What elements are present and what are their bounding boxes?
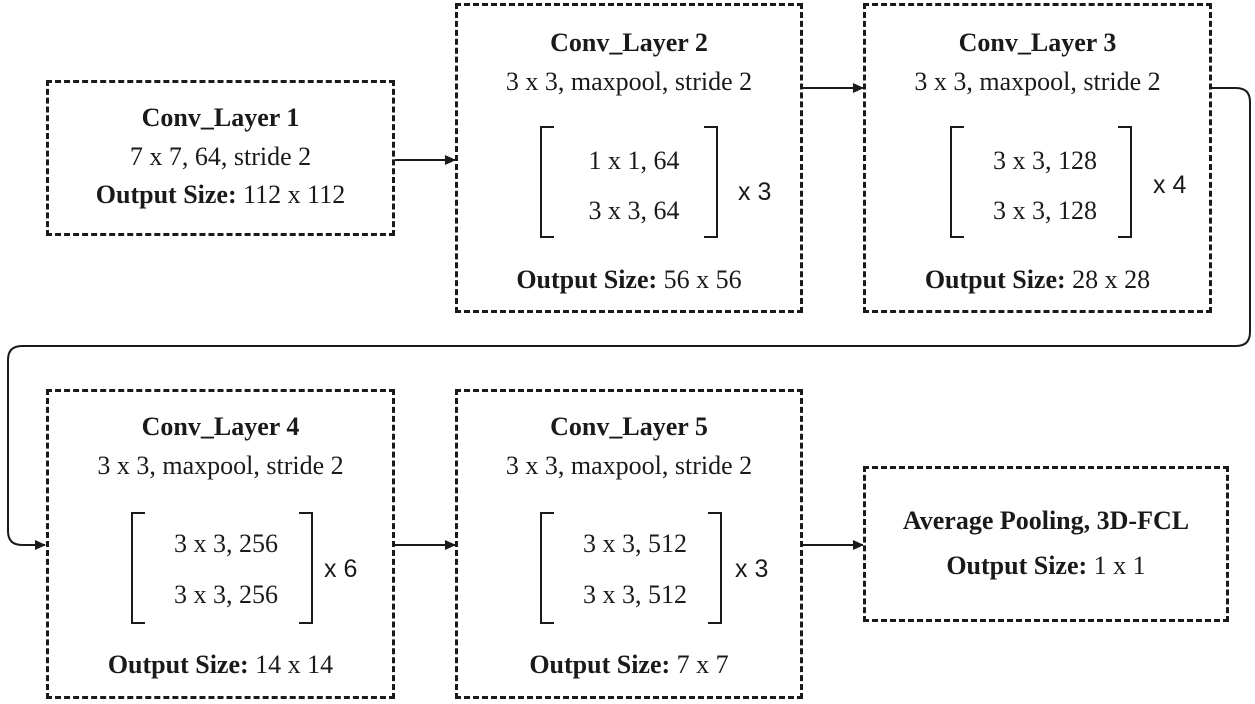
conv-layer-3-output: Output Size: 28 x 28: [866, 265, 1209, 295]
matrix-row-1: 3 x 3, 256: [174, 529, 278, 558]
output-size-value: 28 x 28: [1072, 265, 1151, 294]
conv-layer-4-box: Conv_Layer 4 3 x 3, maxpool, stride 2 3 …: [46, 389, 395, 699]
matrix-row-2: 3 x 3, 64: [588, 196, 680, 225]
matrix-left-bracket: [540, 126, 554, 238]
output-size-value: 1 x 1: [1093, 551, 1146, 580]
conv-layer-4-output: Output Size: 14 x 14: [49, 650, 392, 680]
matrix-row-2: 3 x 3, 256: [174, 580, 278, 609]
conv-layer-5-box: Conv_Layer 5 3 x 3, maxpool, stride 2 3 …: [455, 389, 803, 699]
repeat-count: x 3: [735, 555, 769, 583]
matrix-left-bracket: [131, 512, 145, 624]
arrow-layer3-to-layer4: [7, 87, 1251, 550]
conv-layer-2-params: 3 x 3, maxpool, stride 2: [505, 67, 753, 96]
output-size-label: Output Size:: [946, 551, 1088, 580]
output-size-value: 112 x 112: [243, 180, 346, 209]
conv-layer-1-output: Output Size: 112 x 112: [49, 180, 392, 210]
matrix-row-1: 1 x 1, 64: [588, 146, 680, 175]
average-pooling-title: Average Pooling, 3D-FCL: [902, 506, 1190, 535]
output-size-label: Output Size:: [516, 265, 658, 294]
conv-layer-5-params: 3 x 3, maxpool, stride 2: [505, 451, 753, 480]
matrix-row-2: 3 x 3, 128: [993, 196, 1097, 225]
conv-layer-3-title: Conv_Layer 3: [958, 28, 1117, 57]
repeat-count: x 6: [324, 555, 358, 583]
conv-layer-2-title: Conv_Layer 2: [550, 28, 708, 57]
conv-layer-5-title: Conv_Layer 5: [550, 412, 708, 441]
output-size-label: Output Size:: [95, 180, 237, 209]
conv-layer-1-params: 7 x 7, 64, stride 2: [129, 142, 312, 171]
average-pooling-output: Output Size: 1 x 1: [866, 551, 1226, 581]
output-size-label: Output Size:: [529, 650, 671, 679]
conv-layer-3-box: Conv_Layer 3 3 x 3, maxpool, stride 2 3 …: [863, 3, 1212, 313]
matrix-row-2: 3 x 3, 512: [583, 580, 687, 609]
conv-layer-2-output: Output Size: 56 x 56: [458, 265, 800, 295]
output-size-value: 56 x 56: [663, 265, 742, 294]
conv-layer-1-box: Conv_Layer 1 7 x 7, 64, stride 2 Output …: [46, 80, 395, 236]
conv-layer-1-title: Conv_Layer 1: [141, 103, 300, 132]
output-size-value: 7 x 7: [676, 650, 729, 679]
output-size-label: Output Size:: [924, 265, 1066, 294]
output-size-value: 14 x 14: [255, 650, 334, 679]
matrix-right-bracket: [1118, 126, 1132, 238]
conv-layer-4-title: Conv_Layer 4: [141, 412, 300, 441]
average-pooling-box: Average Pooling, 3D-FCL Output Size: 1 x…: [863, 466, 1229, 622]
conv-layer-3-params: 3 x 3, maxpool, stride 2: [914, 67, 1161, 96]
repeat-count: x 4: [1153, 171, 1187, 199]
conv-layer-5-output: Output Size: 7 x 7: [458, 650, 800, 680]
output-size-label: Output Size:: [107, 650, 249, 679]
matrix-left-bracket: [950, 126, 964, 238]
matrix-right-bracket: [704, 126, 718, 238]
repeat-count: x 3: [738, 178, 772, 206]
matrix-right-bracket: [708, 512, 722, 624]
matrix-row-1: 3 x 3, 512: [583, 529, 687, 558]
conv-layer-4-params: 3 x 3, maxpool, stride 2: [97, 451, 344, 480]
conv-layer-2-box: Conv_Layer 2 3 x 3, maxpool, stride 2 1 …: [455, 3, 803, 313]
matrix-right-bracket: [299, 512, 313, 624]
matrix-left-bracket: [540, 512, 554, 624]
matrix-row-1: 3 x 3, 128: [993, 146, 1097, 175]
